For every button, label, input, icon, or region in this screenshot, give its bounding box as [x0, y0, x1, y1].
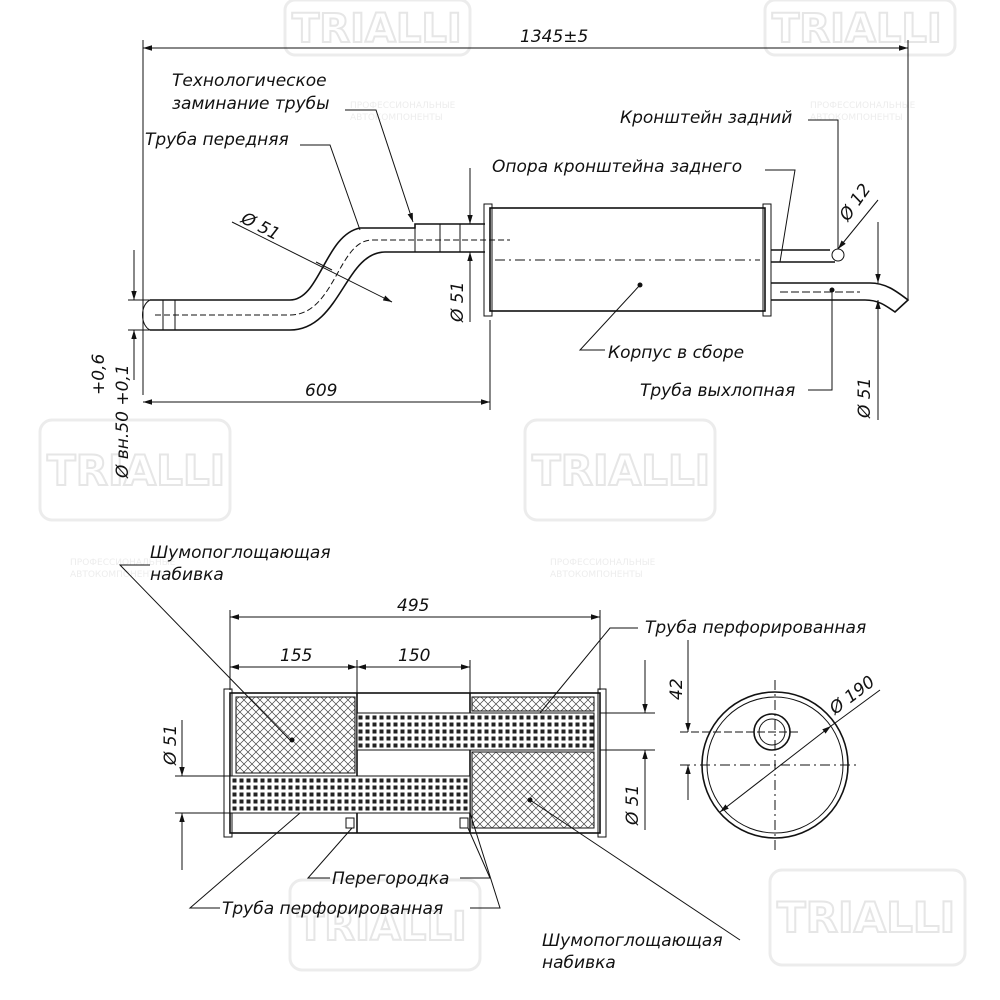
dim-outlet-diameter: Ø 51 [855, 378, 875, 419]
label-perforated-pipe-bottom: Труба перфорированная [222, 899, 443, 919]
dim-inlet-diameter: Ø 51 [448, 282, 468, 323]
dim-inner-diameter: Ø вн.50 +0,1 [113, 364, 133, 479]
label-packing-bottom-2: набивка [542, 953, 616, 973]
perforated-pipe-lower [229, 775, 471, 814]
dim-chamber-2: 150 [398, 646, 430, 666]
muffler-rear-cap [762, 203, 772, 317]
watermark-tagline: ПРОФЕССИОНАЛЬНЫЕ [350, 101, 456, 111]
dim-tolerance: +0,6 [89, 354, 109, 395]
watermark-brand: TRIALLI [292, 6, 462, 52]
front-pipe-lower-edge [150, 251, 485, 331]
label-front-pipe: Труба передняя [145, 130, 289, 150]
front-pipe-inlet-end [142, 299, 151, 331]
label-body-assembly: Корпус в сборе [608, 343, 744, 363]
dim-body-length: 495 [397, 596, 429, 616]
muffler-front-cap [483, 203, 493, 317]
rear-bracket-eye [831, 248, 845, 262]
exhaust-pipe [771, 282, 910, 314]
dim-body-diameter: Ø 190 [825, 672, 879, 719]
dim-bracket-diameter: Ø 12 [835, 180, 875, 225]
watermark-tagline: ПРОФЕССИОНАЛЬНЫЕ [550, 558, 656, 568]
watermark-brand: TRIALLI [772, 6, 942, 52]
label-tech-bend-2: заминание трубы [172, 94, 330, 114]
dim-chamber-1: 155 [280, 646, 312, 666]
muffler-body [489, 207, 766, 312]
label-rear-bracket-support: Опора кронштейна заднего [492, 157, 742, 177]
section-view: 495 155 150 Ø 51 Ø 51 42 [118, 543, 881, 973]
front-pipe-centerline [155, 239, 510, 316]
watermark-brand: TRIALLI [777, 893, 955, 942]
watermark-tagline: АВТОКОМПОНЕНТЫ [810, 113, 903, 123]
watermark-tagline: АВТОКОМПОНЕНТЫ [550, 570, 643, 580]
dim-offset: 42 [667, 678, 687, 700]
label-perforated-pipe-top: Труба перфорированная [645, 618, 866, 638]
dim-inlet-length: 609 [305, 381, 337, 401]
dim-front-pipe-diameter: Ø 51 [237, 208, 283, 245]
absorbing-packing-right [471, 751, 595, 829]
section-body [229, 692, 601, 834]
dim-right-pipe-diameter: Ø 51 [623, 785, 643, 826]
label-tech-bend-1: Технологическое [172, 71, 327, 91]
watermarks: TRIALLI TRIALLI TRIALLI TRIALLI TRIALLI … [38, 0, 967, 972]
dim-overall-length: 1345±5 [520, 27, 588, 47]
perforated-pipe-upper [356, 712, 595, 751]
dim-left-pipe-diameter: Ø 51 [161, 725, 181, 766]
label-rear-bracket: Кронштейн задний [620, 108, 792, 128]
watermark-brand: TRIALLI [47, 446, 225, 495]
watermark-brand: TRIALLI [297, 904, 467, 950]
top-view: 1345±5 609 Ø вн.50 +0,1 +0,6 [89, 27, 910, 479]
label-partition: Перегородка [332, 869, 449, 889]
label-exhaust-pipe: Труба выхлопная [640, 381, 795, 401]
watermark-brand: TRIALLI [532, 446, 710, 495]
label-packing-bottom-1: Шумопоглощающая [542, 931, 723, 951]
watermark-tagline: АВТОКОМПОНЕНТЫ [350, 113, 443, 123]
absorbing-packing-left [235, 696, 356, 774]
watermark-tagline: АВТОКОМПОНЕНТЫ [70, 570, 163, 580]
watermark-tagline: ПРОФЕССИОНАЛЬНЫЕ [810, 101, 916, 111]
label-packing-top-1: Шумопоглощающая [150, 543, 331, 563]
watermark-tagline: ПРОФЕССИОНАЛЬНЫЕ [70, 558, 176, 568]
front-pipe-upper-edge [150, 223, 485, 301]
label-packing-top-2: набивка [150, 565, 224, 585]
